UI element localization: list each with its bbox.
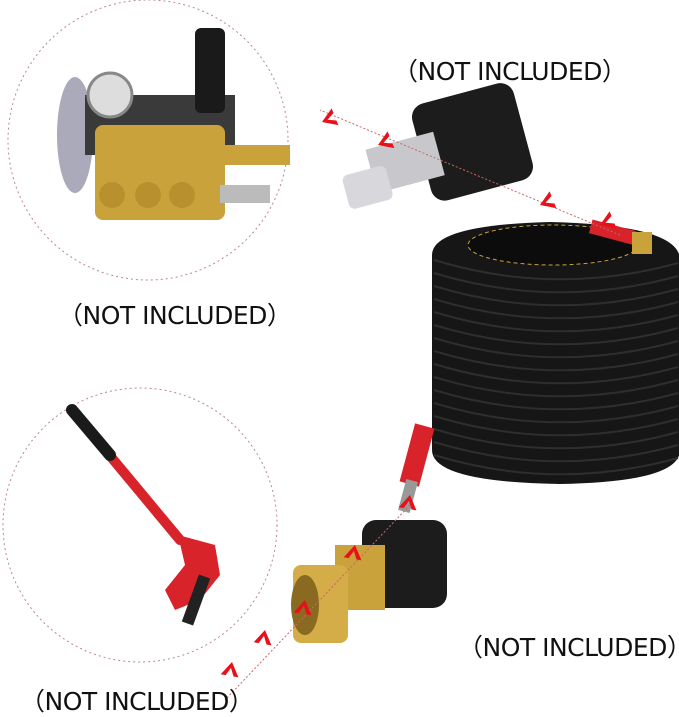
- hose-coil-image: [398, 219, 679, 514]
- bottom-guide-line: [224, 504, 411, 701]
- gun-circle: [2, 387, 278, 663]
- hose-coil-loop: [433, 285, 679, 307]
- hose-coil-loop: [433, 428, 679, 450]
- direction-arrow: [378, 131, 395, 149]
- hose-coil-loop: [433, 298, 679, 320]
- not-included-label-adapter-top: （NOT INCLUDED）: [393, 57, 627, 86]
- bottom-adapter-image: [291, 520, 447, 643]
- hose-coil-loop: [433, 376, 679, 398]
- not-included-label-gun: （NOT INCLUDED）: [20, 687, 254, 716]
- hose-coil-loop: [433, 454, 679, 476]
- hose-coil-loop: [433, 259, 679, 281]
- hose-coil-loop: [433, 415, 679, 437]
- direction-arrow: [322, 108, 339, 126]
- direction-arrow: [343, 545, 362, 561]
- not-included-label-adapter-bottom: （NOT INCLUDED）: [458, 633, 679, 662]
- hose-coil-loop: [433, 324, 679, 346]
- hose-coil-loop: [433, 350, 679, 372]
- direction-arrow: [293, 600, 312, 616]
- not-included-label-pump: （NOT INCLUDED）: [58, 301, 292, 330]
- direction-arrow: [398, 495, 417, 511]
- hose-coil-loop: [433, 337, 679, 359]
- hose-coil-loop: [433, 441, 679, 463]
- spray-gun-image: [66, 404, 220, 626]
- hose-coil-loop: [433, 402, 679, 424]
- pump-image: [57, 28, 290, 220]
- hose-coil-loop: [433, 389, 679, 411]
- hose-coil-loop: [433, 363, 679, 385]
- top-adapter-image: [342, 83, 533, 209]
- direction-arrow: [600, 211, 617, 229]
- pump-circle: [7, 0, 289, 281]
- direction-arrow: [540, 191, 557, 209]
- direction-arrow: [220, 662, 239, 678]
- hose-coil-loop: [433, 272, 679, 294]
- hose-coil-loop: [433, 311, 679, 333]
- direction-arrow: [253, 630, 272, 646]
